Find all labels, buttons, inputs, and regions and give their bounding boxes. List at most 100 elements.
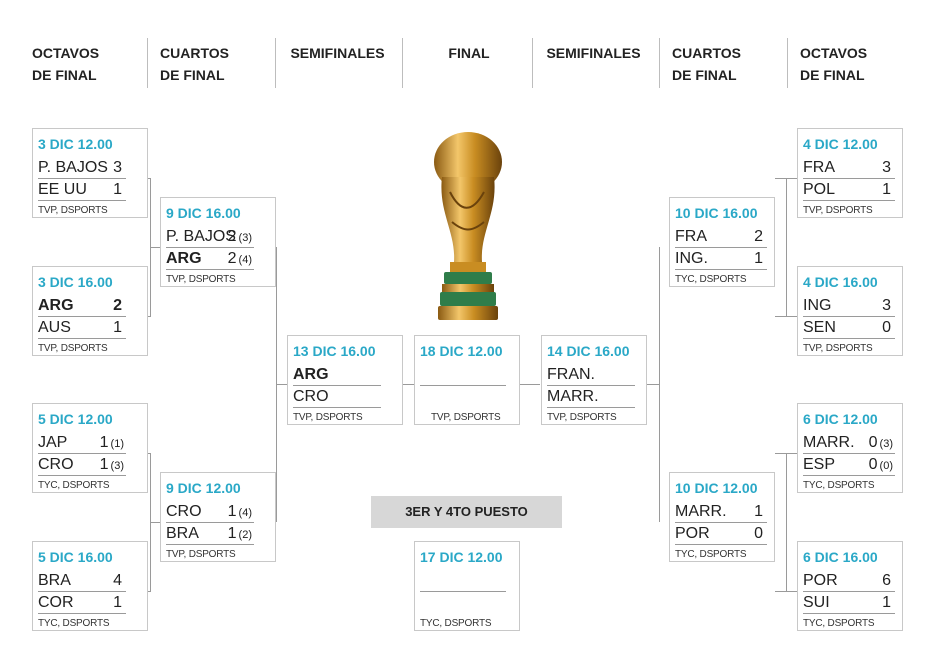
match-date: 3 DIC 12.00 [38, 136, 113, 152]
match-tv: TYC, DSPORTS [803, 618, 875, 629]
match-tv: TVP, DSPORTS [38, 205, 108, 216]
connector [775, 316, 797, 317]
match-tv: TVP, DSPORTS [38, 343, 108, 354]
header-final: FINAL [448, 45, 490, 61]
connector [147, 453, 151, 454]
match-tv: TVP, DSPORTS [166, 549, 236, 560]
match-date: 5 DIC 12.00 [38, 411, 113, 427]
connector [147, 591, 151, 592]
match-team-row: ARG [293, 364, 381, 386]
connector [786, 453, 787, 591]
header-divider [147, 38, 148, 88]
match-third-place: 17 DIC 12.00 TYC, DSPORTS [414, 541, 520, 631]
match-date: 6 DIC 16.00 [803, 549, 878, 565]
match-date: 10 DIC 12.00 [675, 480, 758, 496]
header-divider [402, 38, 403, 88]
match-tv: TYC, DSPORTS [420, 618, 492, 629]
match-sf-left: 13 DIC 16.00 ARG CRO TVP, DSPORTS [287, 335, 403, 425]
match-team-row: MARR. [547, 386, 635, 408]
header-divider [532, 38, 533, 88]
header-sf-right: SEMIFINALES [546, 45, 641, 61]
match-tv: TVP, DSPORTS [431, 412, 501, 423]
match-tv: TYC, DSPORTS [803, 480, 875, 491]
connector [775, 591, 797, 592]
match-date: 4 DIC 16.00 [803, 274, 878, 290]
match-sf-right: 14 DIC 16.00 FRAN. MARR. TVP, DSPORTS [541, 335, 647, 425]
match-tv: TYC, DSPORTS [675, 549, 747, 560]
header-sf-left: SEMIFINALES [290, 45, 385, 61]
third-place-label: 3ER Y 4TO PUESTO [371, 496, 562, 528]
match-tv: TYC, DSPORTS [38, 480, 110, 491]
match-team-row: FRAN. [547, 364, 635, 386]
connector [786, 178, 787, 316]
match-date: 9 DIC 16.00 [166, 205, 241, 221]
header-divider [787, 38, 788, 88]
match-team-row: MARR.0(3) [803, 432, 895, 454]
match-date: 9 DIC 12.00 [166, 480, 241, 496]
connector [519, 384, 540, 385]
header-divider [275, 38, 276, 88]
match-final: 18 DIC 12.00 TVP, DSPORTS [414, 335, 520, 425]
match-tv: TVP, DSPORTS [293, 412, 363, 423]
world-cup-trophy-icon [434, 132, 502, 320]
connector [403, 384, 414, 385]
match-date: 6 DIC 12.00 [803, 411, 878, 427]
match-date: 14 DIC 16.00 [547, 343, 630, 359]
match-date: 17 DIC 12.00 [420, 549, 503, 565]
connector [150, 247, 160, 248]
match-team-row [420, 364, 506, 386]
header-divider [659, 38, 660, 88]
match-tv: TVP, DSPORTS [803, 205, 873, 216]
match-tv: TVP, DSPORTS [547, 412, 617, 423]
match-team-row: ING.1 [675, 248, 767, 270]
connector [646, 384, 660, 385]
connector [276, 384, 287, 385]
match-date: 10 DIC 16.00 [675, 205, 758, 221]
match-date: 3 DIC 16.00 [38, 274, 113, 290]
match-date: 13 DIC 16.00 [293, 343, 376, 359]
match-date: 18 DIC 12.00 [420, 343, 503, 359]
connector [147, 316, 151, 317]
match-date: 5 DIC 16.00 [38, 549, 113, 565]
connector [150, 522, 160, 523]
match-team-row [420, 570, 506, 592]
match-team-row: MARR.1 [675, 501, 767, 523]
match-team-row: CRO [293, 386, 381, 408]
